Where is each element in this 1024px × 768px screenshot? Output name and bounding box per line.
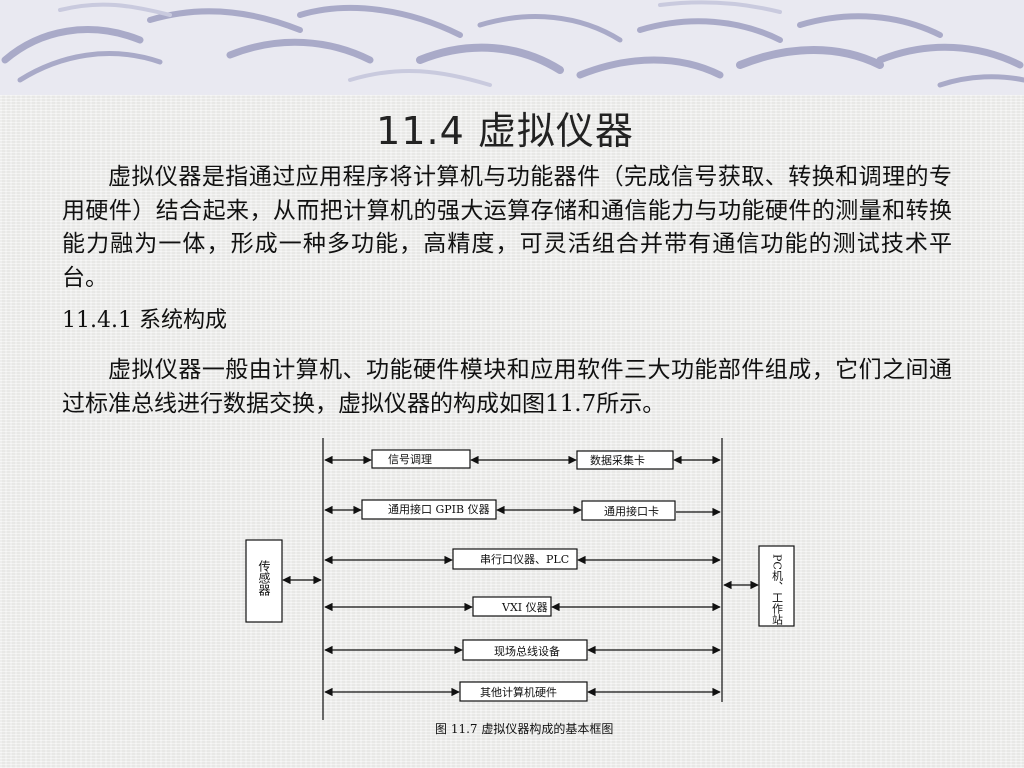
- gpib-instrument-label: 通用接口 GPIB 仪器: [388, 503, 490, 516]
- composition-paragraph: 虚拟仪器一般由计算机、功能硬件模块和应用软件三大功能部件组成，它们之间通过标准总…: [62, 357, 952, 417]
- other-hardware-label: 其他计算机硬件: [480, 685, 557, 699]
- other-hardware-box: [459, 681, 588, 702]
- page-title: 11.4 虚拟仪器: [376, 109, 634, 153]
- intro-paragraph: 虚拟仪器是指通过应用程序将计算机与功能器件（完成信号获取、转换和调理的专用硬件）…: [62, 164, 952, 291]
- serial-instrument-label: 串行口仪器、PLC: [480, 553, 569, 566]
- vxi-instrument-label: VXI 仪器: [501, 601, 548, 614]
- pc-label: PC机、工作站: [771, 554, 784, 625]
- fieldbus-device-box: [462, 639, 588, 661]
- gpib-card-label: 通用接口卡: [604, 505, 659, 518]
- decorative-header-swirls: [0, 0, 1024, 95]
- signal-cond-box: [371, 449, 471, 469]
- daq-card-box: [576, 450, 674, 470]
- sensor-box: [245, 539, 283, 623]
- figure-caption: 图 11.7 虚拟仪器构成的基本框图: [435, 721, 613, 736]
- pc-box: [758, 545, 795, 627]
- virtual-instrument-diagram: 传感器 PC机、工作站 信号调理 数据采集卡 通用接口 GPIB 仪器 通用接口…: [245, 438, 795, 736]
- vxi-instrument-box: [472, 596, 552, 617]
- fieldbus-device-label: 现场总线设备: [494, 644, 560, 658]
- serial-instrument-box: [452, 548, 578, 570]
- sensor-label: 传感器: [257, 559, 271, 597]
- section-heading: 11.4.1 系统构成: [62, 308, 227, 333]
- gpib-card-box: [581, 500, 676, 521]
- signal-cond-label: 信号调理: [388, 453, 432, 466]
- gpib-instrument-box: [361, 499, 497, 520]
- daq-card-label: 数据采集卡: [590, 453, 645, 467]
